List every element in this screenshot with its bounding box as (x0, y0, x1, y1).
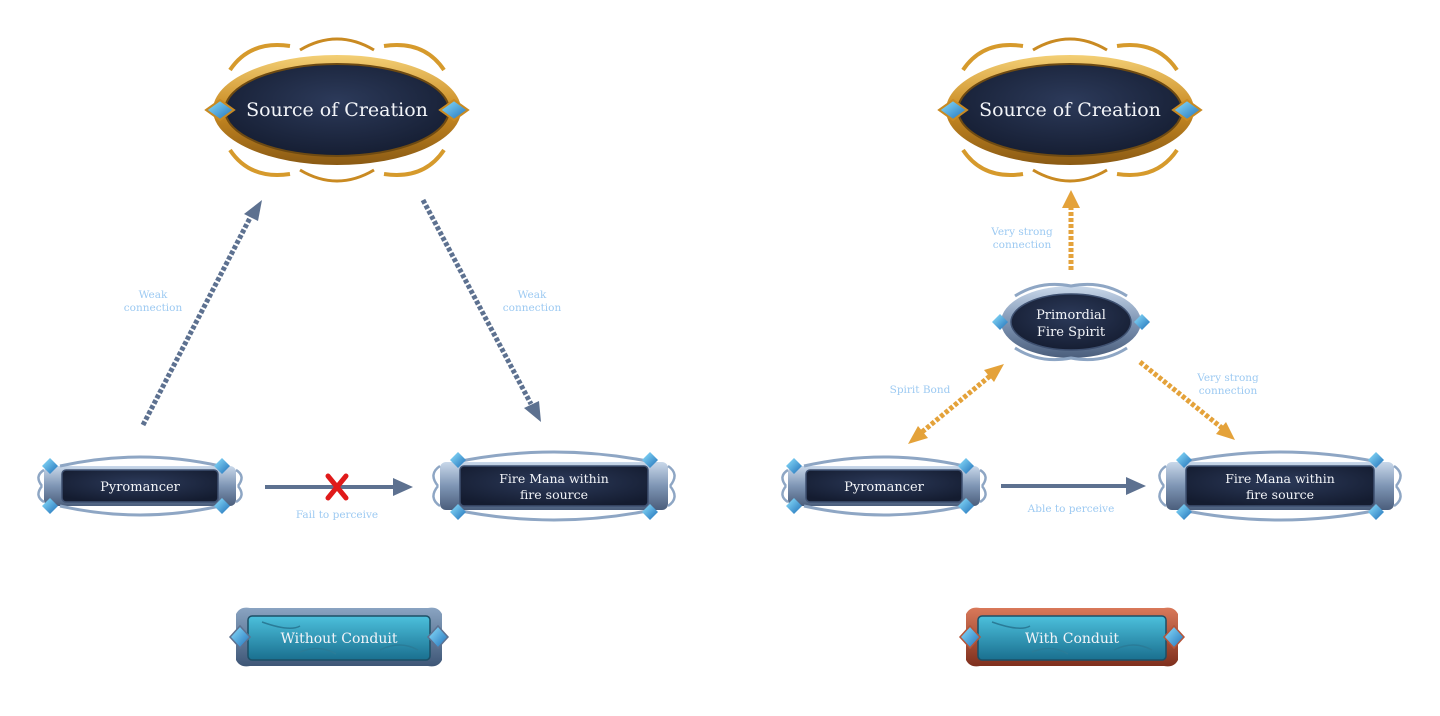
source-of-creation-node-right: Source of Creation (937, 37, 1203, 183)
gem-icon (214, 458, 230, 474)
strong-connection-label: Very strong (990, 226, 1053, 238)
gem-icon (426, 624, 450, 650)
weak-connection-label: Weak (139, 289, 168, 301)
gem-icon (642, 504, 658, 520)
spirit-label: Primordial (1036, 308, 1106, 323)
weak-connection-label: connection (503, 302, 562, 314)
strong-connection-arrow-top (1062, 190, 1080, 270)
pyromancer-node-left: Pyromancer (37, 455, 243, 517)
gem-icon (958, 624, 982, 650)
able-to-perceive-label: Able to perceive (1027, 503, 1115, 515)
pyromancer-node-right: Pyromancer (781, 455, 987, 517)
right-panel: Source of Creation Very strong connectio… (781, 37, 1402, 667)
gem-icon (786, 458, 802, 474)
fire-mana-label: fire source (1246, 487, 1314, 502)
spirit-bond-label: Spirit Bond (890, 384, 951, 396)
pyromancer-label: Pyromancer (100, 480, 181, 495)
pyromancer-label: Pyromancer (844, 480, 925, 495)
gem-icon (1368, 504, 1384, 520)
fail-x-icon (325, 473, 349, 501)
gem-icon (1162, 624, 1186, 650)
fire-mana-node-left: Fire Mana within fire source (432, 450, 676, 522)
source-title: Source of Creation (979, 99, 1161, 121)
without-conduit-label: Without Conduit (280, 631, 397, 647)
gem-icon (786, 498, 802, 514)
gem-icon (1134, 314, 1150, 330)
perceive-arrow-left (265, 478, 413, 496)
spirit-label: Fire Spirit (1037, 325, 1106, 340)
strong-connection-label: connection (993, 239, 1052, 251)
gem-icon (1171, 98, 1203, 122)
source-of-creation-node-left: Source of Creation (204, 37, 470, 183)
weak-connection-arrow-right (420, 198, 541, 422)
spirit-bond-arrow (908, 364, 1004, 444)
gem-icon (937, 98, 969, 122)
gem-icon (438, 98, 470, 122)
gem-icon (450, 452, 466, 468)
fire-mana-label: Fire Mana within (1225, 471, 1335, 486)
source-title: Source of Creation (246, 99, 428, 121)
gem-icon (42, 498, 58, 514)
strong-connection-label: connection (1199, 385, 1258, 397)
gem-icon (992, 314, 1008, 330)
left-panel: Source of Creation Weak connection Weak … (37, 37, 676, 667)
fire-mana-node-right: Fire Mana within fire source (1158, 450, 1402, 522)
gem-icon (42, 458, 58, 474)
strong-connection-label: Very strong (1196, 372, 1259, 384)
perceive-arrow-right (1001, 477, 1146, 495)
gem-icon (228, 624, 252, 650)
fire-mana-label: Fire Mana within (499, 471, 609, 486)
gem-icon (1176, 504, 1192, 520)
gem-icon (642, 452, 658, 468)
gem-icon (1368, 452, 1384, 468)
fail-to-perceive-label: Fail to perceive (296, 509, 378, 521)
primordial-fire-spirit-node: Primordial Fire Spirit (992, 282, 1150, 362)
gem-icon (958, 458, 974, 474)
weak-connection-arrow-left (140, 200, 262, 427)
with-conduit-plaque: With Conduit (958, 607, 1186, 667)
fire-mana-label: fire source (520, 487, 588, 502)
without-conduit-plaque: Without Conduit (228, 607, 450, 667)
gem-icon (214, 498, 230, 514)
gem-icon (204, 98, 236, 122)
strong-connection-arrow-right (1138, 360, 1235, 440)
with-conduit-label: With Conduit (1025, 631, 1119, 647)
gem-icon (1176, 452, 1192, 468)
gem-icon (958, 498, 974, 514)
gem-icon (450, 504, 466, 520)
weak-connection-label: Weak (518, 289, 547, 301)
weak-connection-label: connection (124, 302, 183, 314)
